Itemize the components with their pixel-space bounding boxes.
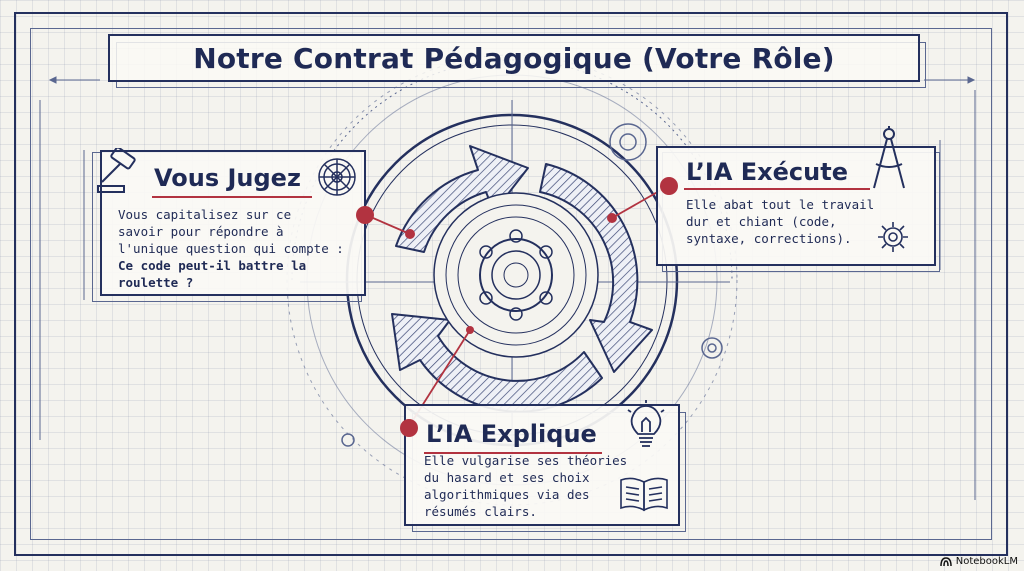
title-banner: Notre Contrat Pédagogique (Votre Rôle) [108,34,926,88]
explain-panel: L’IA Explique Elle vulgarise ses théorie… [404,404,680,526]
explain-text-line: Elle vulgarise ses théories [424,453,628,468]
judge-connector-dot [356,206,374,224]
connector-endpoints [405,213,617,334]
execute-text-line: Elle abat tout le travail [686,197,875,212]
explain-title-underline [424,452,602,454]
gavel-icon [97,148,136,193]
explain-connector-dot [400,419,418,437]
page-title: Notre Contrat Pédagogique (Votre Rôle) [193,41,835,75]
judge-text-line: savoir pour répondre à [118,224,284,239]
explain-text-line: résumés clairs. [424,504,537,519]
execute-text-line: dur et chiant (code, [686,214,837,229]
judge-panel: Vous Jugez Vous capitalisez sur ce savoi… [100,150,366,296]
lightbulb-icon [627,400,665,447]
explain-title: L’IA Explique [426,420,597,448]
judge-text-line: Vous capitalisez sur ce [118,207,292,222]
gear-icon [878,222,908,252]
outer-frame [14,12,1008,556]
cycle-arrows [391,145,653,413]
judge-question-line: roulette ? [118,275,194,290]
gear-decoration [341,123,723,447]
notebooklm-brand: NotebookLM [940,556,1018,567]
explain-text-line: algorithmiques via des [424,487,590,502]
arrow-right [539,163,653,373]
execute-title: L’IA Exécute [686,158,848,186]
judge-text-line: l'unique question qui compte : [118,241,344,256]
arrow-top-left [395,145,529,253]
judge-title: Vous Jugez [154,164,301,192]
judge-text: Vous capitalisez sur ce savoir pour répo… [118,206,344,291]
execute-title-underline [684,188,870,190]
notebooklm-logo-icon [940,556,952,566]
judge-question-line: Ce code peut-il battre la [118,258,307,273]
execute-text: Elle abat tout le travail dur et chiant … [686,196,874,247]
brand-label: NotebookLM [955,556,1018,567]
inner-frame [30,28,992,540]
execute-connector-dot [660,177,678,195]
execute-text-line: syntaxe, corrections). [686,231,852,246]
open-book-icon [620,477,668,512]
compass-icon [873,126,905,189]
explain-text: Elle vulgarise ses théories du hasard et… [424,452,627,520]
explain-text-line: du hasard et ses choix [424,470,590,485]
central-hub [433,192,599,358]
dimension-lines [39,76,976,500]
judge-title-underline [152,196,312,198]
roulette-wheel-icon [318,158,356,196]
